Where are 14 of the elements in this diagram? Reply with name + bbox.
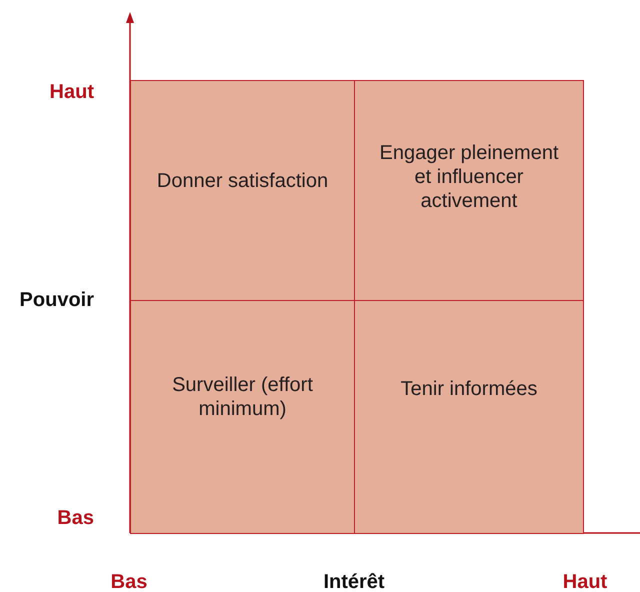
quadrant-label: Donner satisfaction (156, 169, 328, 193)
quadrant-label: Tenir informées (400, 377, 538, 401)
axis-title: Pouvoir (18, 288, 94, 312)
axis-level-label: Bas (56, 506, 94, 530)
axis-level-label: Haut (562, 570, 608, 592)
quadrant-box (354, 80, 584, 301)
quadrant-box (130, 300, 355, 534)
axis-level-label: Haut (48, 80, 94, 104)
axis-title: Intérêt (322, 570, 386, 592)
quadrant-label: Surveiller (effort minimum) (171, 373, 314, 421)
axis-level-label: Bas (110, 570, 148, 592)
quadrant-box (354, 300, 584, 534)
quadrant-label: Engager pleinement et influencer activement (378, 141, 560, 213)
quadrant-box (130, 80, 355, 301)
